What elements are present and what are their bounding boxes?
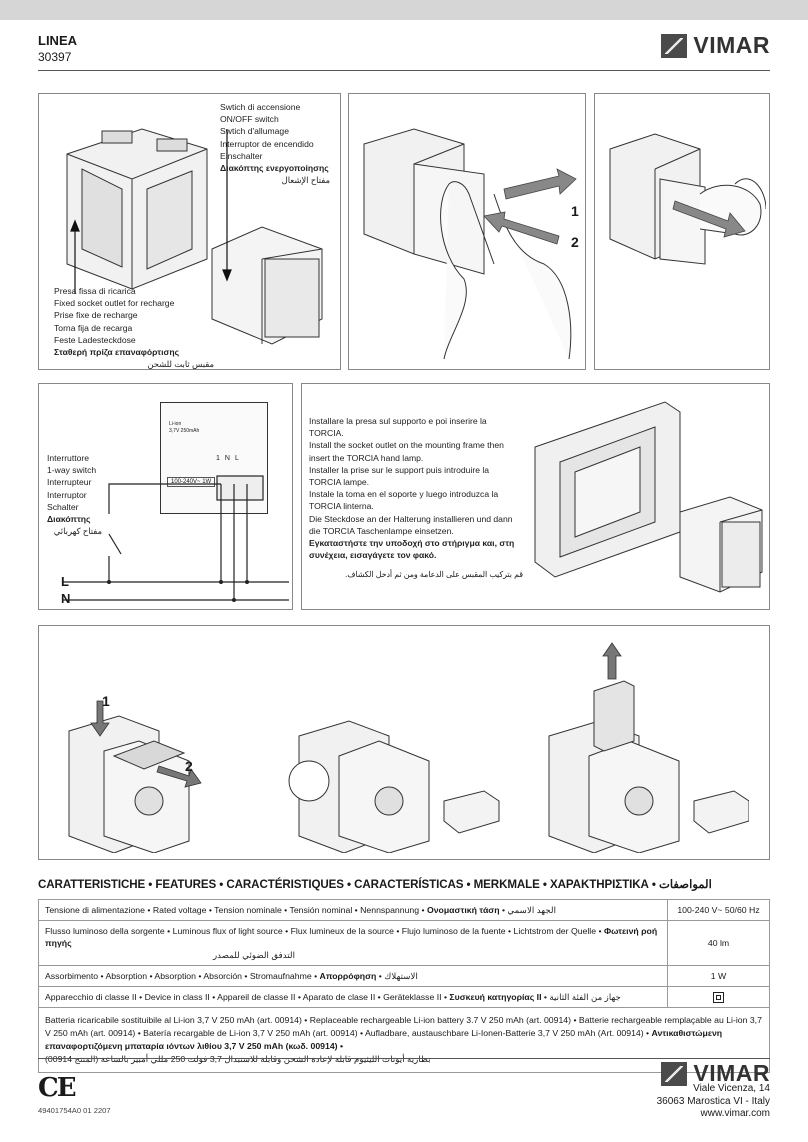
table-row: Batteria ricaricabile sostituibile al Li… xyxy=(38,1007,770,1074)
panel-press-switch: 1 2 xyxy=(348,93,586,370)
wiring-switch-de: Schalter xyxy=(47,501,79,512)
feature-voltage-label: Tensione di alimentazione • Rated voltag… xyxy=(38,899,668,921)
address-city: 36063 Marostica VI - Italy xyxy=(656,1095,770,1107)
switch-label-ar: مفتاح الإشعال xyxy=(281,175,330,186)
panel-wiring-diagram: Li-ion 3,7V 250mAh 1NL 100-240V~ 1W Inte… xyxy=(38,383,293,610)
brand-name: VIMAR xyxy=(693,32,770,58)
switch-label-es: Interruptor de encendido xyxy=(220,138,314,149)
top-bar xyxy=(0,0,808,20)
install-ar: قم بتركيب المقبس على الدعامة ومن ثم أدخل… xyxy=(345,570,523,580)
socket-label-es: Torna fija de recarga xyxy=(54,322,133,333)
switch-label-el: Διακόπτης ενεργοποίησης xyxy=(220,163,329,174)
socket-label-fr: Prise fixe de recharge xyxy=(54,310,138,321)
mounting-frame-illustration xyxy=(534,401,763,593)
line-N-label: N xyxy=(61,591,71,606)
switch-label-de: Einschalter xyxy=(220,150,263,161)
socket-label-it: Presa fissa di ricarica xyxy=(54,286,136,296)
footer-brand-logo: VIMAR xyxy=(661,1060,770,1087)
features-table: Tensione di alimentazione • Rated voltag… xyxy=(38,899,770,1074)
panel-remove-lamp xyxy=(594,93,770,370)
class-ii-icon xyxy=(713,992,724,1004)
feature-class-label: Apparecchio di classe II • Device in cla… xyxy=(38,985,668,1009)
footer-brand-name: VIMAR xyxy=(693,1060,770,1086)
table-row: Apparecchio di classe II • Device in cla… xyxy=(38,985,770,1009)
wiring-switch-label-group: Interruttore 1-way switch Interrupteur I… xyxy=(47,452,102,537)
socket-label-de: Feste Ladesteckdose xyxy=(54,334,136,345)
battery-steps-illustration xyxy=(68,642,749,853)
address-street: Viale Vicenza, 14 xyxy=(693,1083,770,1094)
install-it: Installare la presa sul supporto e poi i… xyxy=(309,416,487,439)
rating-label: 100-240V~ 1W xyxy=(167,477,216,487)
socket-frame-illustration xyxy=(66,128,323,345)
company-address: Viale Vicenza, 14 36063 Marostica VI - I… xyxy=(657,1083,770,1121)
wiring-switch-fr: Interrupteur xyxy=(47,477,92,488)
wiring-switch-en: 1-way switch xyxy=(47,465,97,476)
panel-installation: Installare la presa sul supporto e poi i… xyxy=(301,383,770,610)
terminal-labels: 1NL xyxy=(216,455,244,462)
wiring-switch-el: Διακόπτης xyxy=(47,514,91,525)
vimar-logo-icon xyxy=(661,33,688,58)
hand-press-illustration xyxy=(363,128,577,360)
installation-text: Installare la presa sul supporto e poi i… xyxy=(309,415,523,582)
device-battery-label: Li-ion 3,7V 250mAh xyxy=(169,421,200,434)
hand-remove-illustration xyxy=(609,133,766,265)
install-de: Die Steckdose an der Halterung installie… xyxy=(309,513,513,536)
feature-battery-row: Batteria ricaricabile sostituibile al Li… xyxy=(38,1007,770,1074)
feature-class-value xyxy=(667,985,770,1009)
brand-logo: VIMAR xyxy=(661,32,770,59)
header-divider xyxy=(38,70,770,71)
table-row: Flusso luminoso della sorgente • Luminou… xyxy=(38,920,770,966)
switch-label-en: ON/OFF switch xyxy=(220,114,279,125)
step-number-2: 2 xyxy=(571,234,579,250)
product-code: 30397 xyxy=(38,50,72,64)
step-number-1: 1 xyxy=(571,203,579,219)
battery-step-1: 1 xyxy=(102,693,110,709)
socket-label-en: Fixed socket outlet for recharge xyxy=(54,298,175,309)
product-series: LINEA xyxy=(38,33,77,48)
line-L-label: L xyxy=(61,574,69,589)
address-website: www.vimar.com xyxy=(700,1108,770,1119)
feature-absorption-value: 1 W xyxy=(667,965,770,987)
socket-label-el: Σταθερή πρίζα επαναφόρτισης xyxy=(54,347,180,358)
switch-label-it: Swtich di accensione xyxy=(220,102,301,112)
socket-label-ar: مقبس ثابت للشحن xyxy=(147,359,214,370)
wiring-switch-ar: مفتاح كهربائي xyxy=(53,526,102,537)
battery-step-2: 2 xyxy=(185,758,193,774)
panel-battery-replacement: 1 2 xyxy=(38,625,770,860)
install-en: Install the socket outlet on the mountin… xyxy=(309,440,504,463)
ce-mark: CE xyxy=(38,1073,76,1103)
feature-flux-label: Flusso luminoso della sorgente • Luminou… xyxy=(38,920,668,966)
wiring-switch-es: Interruptor xyxy=(47,489,87,500)
table-row: Assorbimento • Absorption • Absorption •… xyxy=(38,965,770,987)
vimar-logo-icon xyxy=(661,1061,688,1086)
install-el: Εγκαταστήστε την υποδοχή στο στήριγμα κα… xyxy=(309,538,515,561)
switch-label-group: Swtich di accensione ON/OFF switch Swtic… xyxy=(220,101,330,186)
table-row: Tensione di alimentazione • Rated voltag… xyxy=(38,899,770,921)
feature-absorption-label: Assorbimento • Absorption • Absorption •… xyxy=(38,965,668,987)
feature-flux-value: 40 lm xyxy=(667,920,770,966)
footer-divider xyxy=(38,1058,770,1059)
wiring-switch-it: Interruttore xyxy=(47,453,90,463)
panel-socket-overview: Swtich di accensione ON/OFF switch Swtic… xyxy=(38,93,341,370)
switch-label-fr: Swtich d'allumage xyxy=(220,126,289,137)
install-fr: Installer la prise sur le support puis i… xyxy=(309,464,490,488)
install-es: Instale la toma en el soporte y luego in… xyxy=(309,489,499,512)
wiring-lines xyxy=(63,475,289,602)
document-number: 49401754A0 01 2207 xyxy=(38,1106,111,1115)
socket-label-group: Presa fissa di ricarica Fixed socket out… xyxy=(54,285,214,370)
feature-voltage-value: 100-240 V~ 50/60 Hz xyxy=(667,899,770,921)
features-title: CARATTERISTICHE • FEATURES • CARACTÉRIST… xyxy=(38,878,712,891)
